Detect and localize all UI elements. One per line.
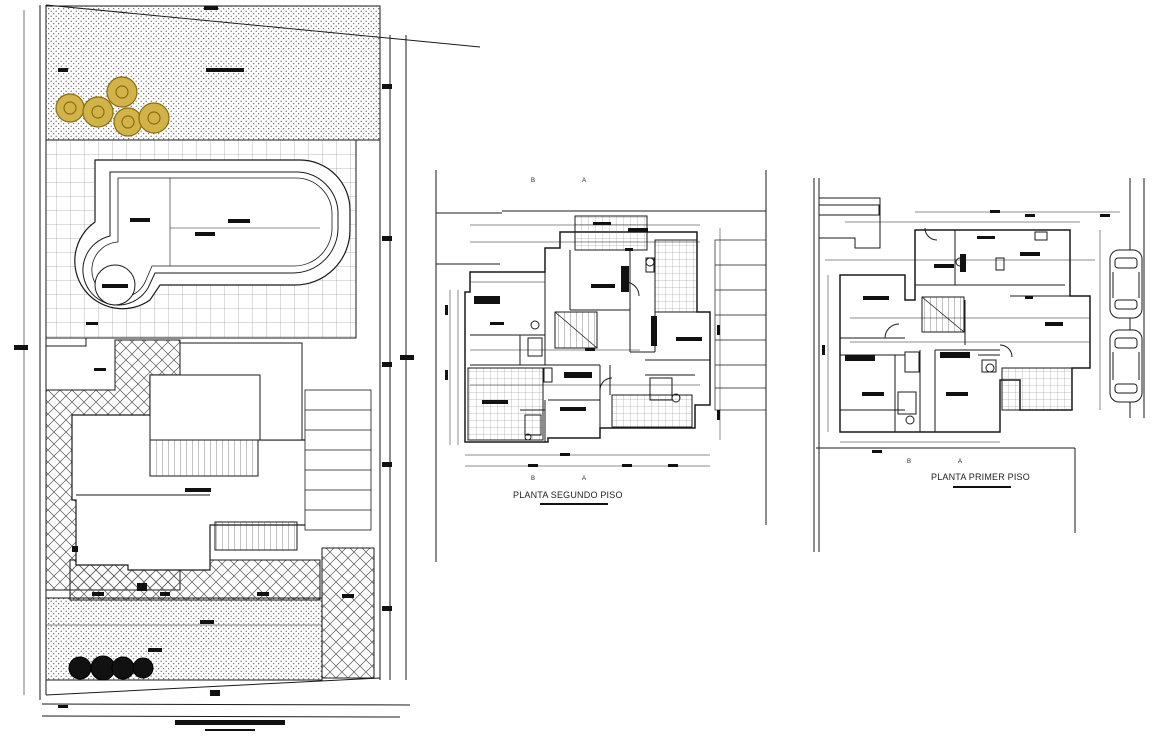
car-icon-group: [1109, 249, 1143, 403]
tree-icon-group: [55, 76, 170, 137]
plan-title-underline: [540, 503, 608, 505]
shrub-icon-group: [68, 655, 154, 681]
section-mark-a-bottom-2nd: A: [582, 476, 587, 482]
plan-title-second-floor: PLANTA SEGUNDO PISO: [513, 490, 623, 500]
plan-title-underline: [953, 486, 1011, 488]
section-mark-b-bottom-2nd: B: [531, 476, 536, 482]
section-mark-a-1st: A: [958, 459, 963, 465]
plan-title-first-floor: PLANTA PRIMER PISO: [931, 472, 1030, 482]
section-mark-b-top-2nd: B: [531, 178, 536, 184]
site-plan: [14, 4, 481, 731]
second-floor-plan: [435, 170, 767, 562]
first-floor-plan: [813, 178, 1145, 552]
section-mark-b-1st: B: [907, 459, 912, 465]
section-mark-a-top-2nd: A: [582, 178, 587, 184]
